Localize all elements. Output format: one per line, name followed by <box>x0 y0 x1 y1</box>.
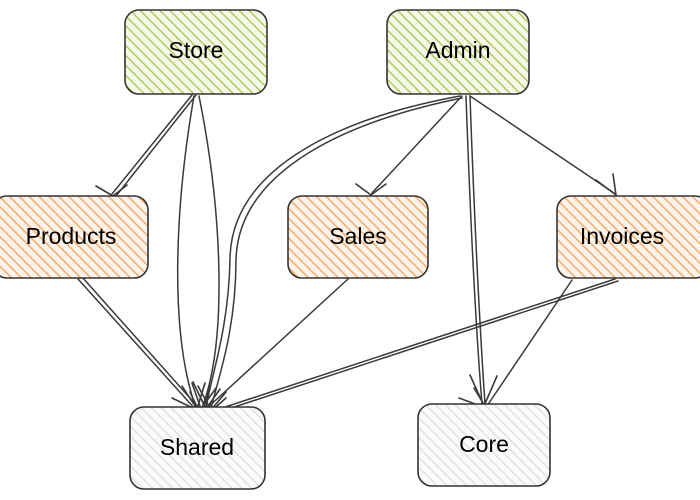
node-invoices-box[interactable] <box>556 195 700 279</box>
node-core[interactable]: Core <box>417 403 551 487</box>
node-admin-box[interactable] <box>386 9 530 95</box>
node-invoices[interactable]: Invoices <box>556 195 700 279</box>
edge-store-shared-a <box>176 95 206 410</box>
edge-invoices-shared <box>208 278 619 419</box>
node-shared[interactable]: Shared <box>129 406 266 490</box>
node-admin[interactable]: Admin <box>386 9 530 95</box>
edge-products-shared <box>77 276 200 412</box>
node-sales[interactable]: Sales <box>287 195 429 279</box>
node-store-box[interactable] <box>124 9 268 95</box>
nodes-layer: Store Admin Products Sales Invoices Shar <box>0 9 700 490</box>
edge-admin-invoices <box>469 95 617 196</box>
edge-admin-sales <box>355 95 463 196</box>
node-store[interactable]: Store <box>124 9 268 95</box>
edge-admin-core <box>465 95 498 407</box>
node-products[interactable]: Products <box>0 195 149 279</box>
node-shared-box[interactable] <box>129 406 266 490</box>
node-core-box[interactable] <box>417 403 551 487</box>
node-products-box[interactable] <box>0 195 149 279</box>
node-sales-box[interactable] <box>287 195 429 279</box>
edge-store-products <box>95 94 197 197</box>
edge-store-shared-b <box>191 95 220 410</box>
